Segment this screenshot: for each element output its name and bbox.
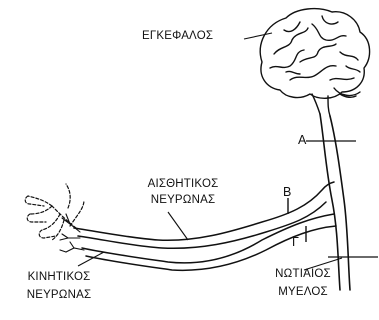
nerve-endings-drawing (60, 214, 84, 252)
spinal-cord-label-line1: ΝΩΤΙΑΙΟΣ (258, 268, 348, 280)
brain-drawing (260, 9, 369, 116)
brain-label-leader-line (244, 33, 272, 39)
marker-a-label: Α (298, 133, 307, 147)
motor-neuron-label-line2: ΝΕΥΡΩΝΑΣ (14, 289, 104, 301)
marker-g-label: Γ (292, 235, 299, 249)
marker-b-label: Β (283, 185, 292, 199)
spinal-cord-label-line2: ΜΥΕΛΟΣ (258, 286, 348, 298)
sensory-label-leader-line (168, 212, 188, 240)
brain-label: ΕΓΚΕΦΑΛΟΣ (142, 30, 213, 42)
motor-neuron-label-line1: ΚΙΝΗΤΙΚΟΣ (14, 271, 104, 283)
sensory-neuron-label-line1: ΑΙΣΘΗΤΙΚΟΣ (128, 178, 238, 190)
sensory-neuron-label-line2: ΝΕΥΡΩΝΑΣ (128, 194, 238, 206)
hand-endings-drawing (25, 184, 84, 240)
